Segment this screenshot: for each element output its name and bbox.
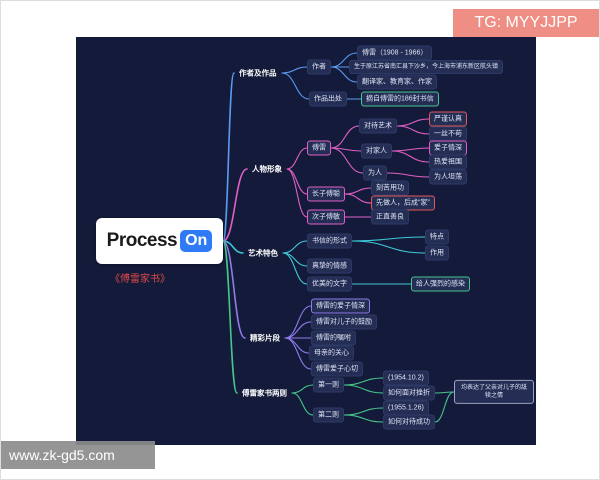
mindmap-node-j1[interactable]: 傅雷的爱子情深: [311, 298, 370, 314]
root-subtitle: 《傅雷家书》: [110, 274, 170, 285]
mindmap-node-l2a[interactable]: (1955.1.26): [383, 400, 429, 416]
mindmap-node-j5[interactable]: 傅雷爱子心切: [311, 361, 363, 377]
mindmap-edge: [286, 168, 308, 218]
mindmap-node-f3a[interactable]: 正直善良: [371, 209, 409, 225]
mindmap-edge: [282, 252, 308, 285]
mindmap-node-j2[interactable]: 傅雷对儿子的鼓励: [311, 314, 377, 330]
mindmap-edge: [391, 150, 430, 163]
mindmap-node-a1c3[interactable]: 翻译家、教育家、作家: [357, 74, 437, 90]
mindmap-edge: [343, 414, 384, 423]
mindmap-edge: [344, 187, 372, 195]
mindmap-edge: [286, 147, 308, 170]
logo-text-process: Process: [106, 230, 178, 251]
mindmap-edge: [434, 391, 455, 423]
mindmap-edge: [330, 125, 360, 149]
mindmap-node-b5[interactable]: 傅雷家书两则: [242, 388, 287, 398]
mindmap-node-f1c[interactable]: 为人: [363, 165, 387, 181]
mindmap-node-f1b2[interactable]: 热爱祖国: [429, 154, 467, 170]
mindmap-node-b4[interactable]: 精彩片段: [250, 333, 280, 343]
mindmap-node-s3a[interactable]: 给人强烈的感染: [411, 276, 470, 292]
watermark-website: www.zk-gd5.com: [1, 441, 155, 469]
mindmap-node-f1c1[interactable]: 为人坦荡: [429, 169, 467, 185]
mindmap-edge: [330, 147, 364, 174]
mindmap-node-s1b[interactable]: 作用: [425, 245, 449, 261]
mindmap-edge: [281, 66, 308, 74]
mindmap-edge: [396, 125, 430, 135]
mindmap-node-s1a[interactable]: 特点: [425, 229, 449, 245]
mindmap-node-a2c1[interactable]: 摘自傅雷的186封书信: [361, 91, 439, 107]
mindmap-edge: [351, 236, 426, 242]
mindmap-edge: [284, 337, 310, 354]
mindmap-node-j4[interactable]: 母亲的关心: [309, 345, 354, 361]
mindmap-edge: [386, 172, 430, 178]
mindmap-node-l2b[interactable]: 如何对待成功: [383, 414, 435, 430]
mindmap-node-b2[interactable]: 人物形象: [252, 164, 282, 174]
mindmap-edge: [351, 240, 426, 254]
watermark-telegram: TG: MYYJJPP: [453, 9, 599, 37]
mindmap-node-a2[interactable]: 作品出处: [309, 91, 347, 107]
mindmap-node-s1[interactable]: 书信的形式: [307, 233, 352, 249]
mindmap-node-b3[interactable]: 艺术特色: [248, 248, 278, 258]
mindmap-edge: [330, 147, 362, 152]
mindmap-node-s2[interactable]: 真挚的情感: [307, 258, 352, 274]
mindmap-node-f2a[interactable]: 刻苦用功: [371, 180, 409, 196]
mindmap-edge: [222, 168, 248, 242]
mindmap-edge: [284, 305, 312, 339]
mindmap-node-f1a1[interactable]: 严谨认真: [429, 111, 467, 127]
mindmap-edge: [281, 72, 310, 100]
logo-badge-on: On: [180, 230, 213, 252]
mindmap-board: Process On 《傅雷家书》 作者及作品 作者 傅雷（1908 - 1966）…: [76, 37, 536, 445]
mindmap-edge: [344, 193, 372, 204]
mindmap-node-f1b1[interactable]: 爱子情深: [429, 140, 467, 156]
processon-logo: Process On: [96, 218, 223, 264]
mindmap-edge: [222, 240, 246, 339]
mindmap-edge: [222, 240, 244, 254]
mindmap-node-f1a2[interactable]: 一丝不苟: [429, 126, 467, 142]
mindmap-node-l1b[interactable]: 如何面对挫折: [383, 385, 435, 401]
mindmap-node-l1a[interactable]: (1954.10.2): [383, 370, 429, 386]
mindmap-node-f2[interactable]: 长子傅聪: [307, 186, 345, 202]
mindmap-edge: [291, 392, 314, 416]
mindmap-edge: [284, 337, 312, 370]
mindmap-edge: [434, 391, 455, 394]
mindmap-node-j3[interactable]: 傅雷的嘱咐: [311, 330, 356, 346]
mindmap-node-f1a[interactable]: 对待艺术: [359, 118, 397, 134]
mindmap-edge: [286, 168, 308, 195]
mindmap-node-note[interactable]: 均表达了父亲对儿子的舐犊之情: [454, 379, 534, 405]
mindmap-node-a1c1[interactable]: 傅雷（1908 - 1966）: [357, 45, 433, 61]
mindmap-edge: [282, 240, 308, 254]
mindmap-node-s3[interactable]: 优美的文字: [307, 276, 352, 292]
mindmap-node-a1c2[interactable]: 生于原江苏省南汇县下沙乡，今上海市浦东新区航头镇: [349, 60, 504, 74]
mindmap-edge: [222, 240, 238, 394]
mindmap-edge: [284, 321, 312, 339]
mindmap-node-a1[interactable]: 作者: [307, 59, 331, 75]
mindmap-edge: [291, 384, 314, 394]
mindmap-edge: [343, 377, 384, 386]
mindmap-node-f2b[interactable]: 先做人，后成“家”: [371, 195, 435, 211]
mindmap-node-b1[interactable]: 作者及作品: [239, 68, 277, 78]
mindmap-node-f1[interactable]: 傅雷: [307, 140, 331, 156]
mindmap-edge: [396, 118, 430, 127]
mindmap-edge: [222, 72, 235, 242]
mindmap-node-l2[interactable]: 第二则: [313, 407, 344, 423]
mindmap-node-f1b[interactable]: 对家人: [361, 143, 392, 159]
mindmap-node-f3[interactable]: 次子傅敏: [307, 209, 345, 225]
mindmap-edge: [391, 147, 430, 152]
mindmap-edge: [343, 384, 384, 394]
mindmap-node-l1[interactable]: 第一则: [313, 377, 344, 393]
mindmap-edge: [282, 252, 308, 267]
mindmap-edge: [343, 407, 384, 416]
